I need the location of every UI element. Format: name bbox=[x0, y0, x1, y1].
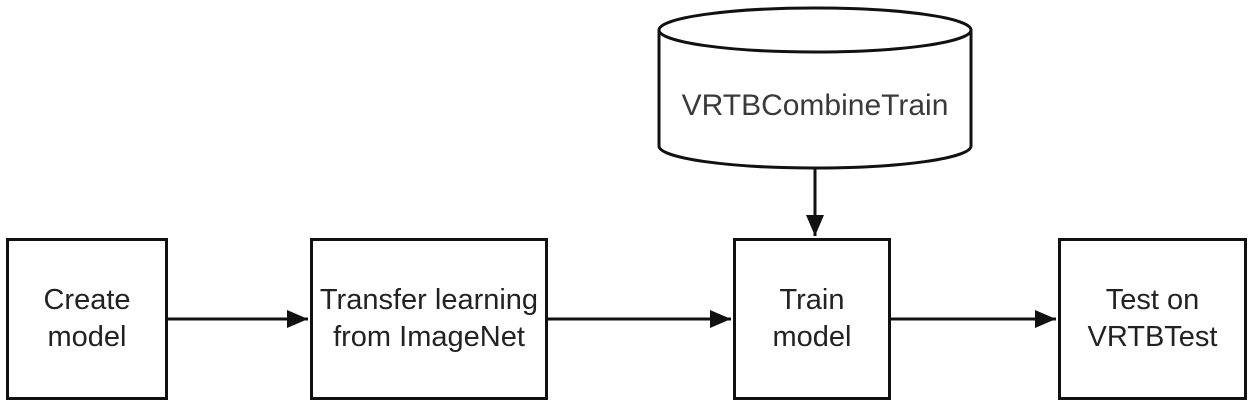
database-cylinder-top bbox=[657, 6, 973, 54]
node-train-model-label: Train model bbox=[772, 284, 852, 353]
node-transfer-learning-label: Transfer learning from ImageNet bbox=[319, 284, 539, 353]
node-test-on-vrtbtest-label: Test on VRTBTest bbox=[1087, 284, 1218, 353]
node-train-model: Train model bbox=[733, 238, 891, 400]
datastore-label: VRTBCombineTrain bbox=[681, 89, 949, 122]
node-test-on-vrtbtest: Test on VRTBTest bbox=[1058, 238, 1247, 400]
node-transfer-learning: Transfer learning from ImageNet bbox=[310, 238, 548, 400]
node-create-model-label: Create model bbox=[43, 284, 131, 353]
node-create-model: Create model bbox=[6, 238, 168, 400]
